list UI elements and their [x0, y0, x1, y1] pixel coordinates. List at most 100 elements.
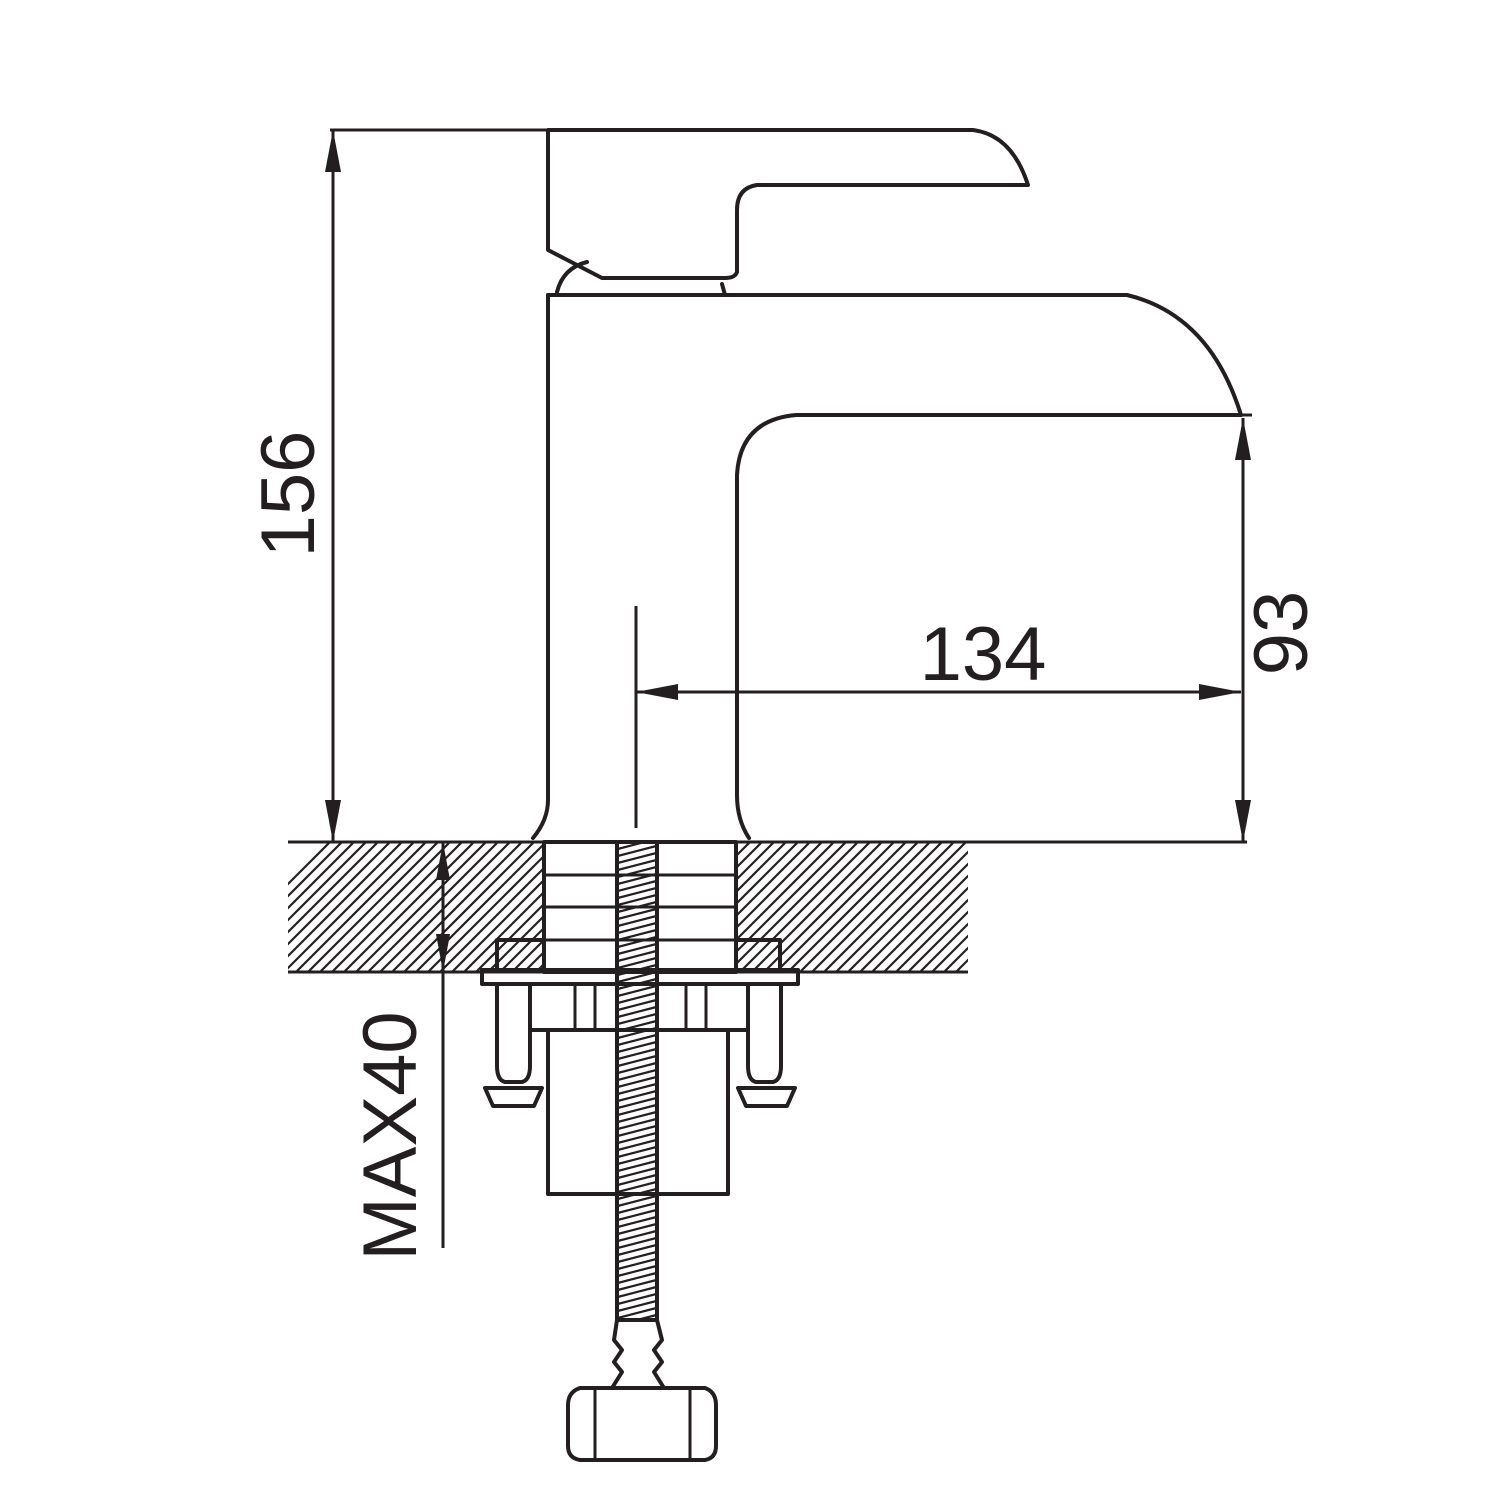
thread-line — [616, 949, 658, 963]
hatch-line — [511, 938, 544, 972]
thread-line — [616, 1068, 658, 1082]
hatch-line — [343, 842, 475, 972]
thread-line — [616, 1124, 658, 1138]
hatch-line — [736, 842, 859, 966]
dimension-max-deck: MAX40 — [348, 842, 450, 1261]
hatch-line — [847, 850, 968, 972]
arrow-left-icon — [636, 684, 678, 700]
dimension-spout-height: 93 — [1235, 413, 1324, 842]
hatch-line — [1004, 842, 1134, 972]
thread-line — [616, 991, 658, 1005]
hatch-line — [427, 854, 544, 972]
thread-line — [616, 1250, 658, 1264]
thread-line — [616, 1187, 658, 1201]
hatch-line — [487, 914, 544, 972]
hatch-line — [763, 842, 895, 972]
hatch-line — [736, 842, 787, 894]
thread-line — [616, 963, 658, 977]
arrow-down-icon — [436, 934, 450, 972]
hatch-line — [736, 842, 799, 906]
thread-line — [616, 844, 658, 858]
arrow-down-icon — [1235, 800, 1251, 842]
thread-line — [610, 1327, 664, 1341]
thread-line — [616, 1026, 658, 1040]
hatch-line — [367, 842, 499, 972]
thread-line — [616, 956, 658, 970]
thread-line — [616, 942, 658, 956]
hatch-line — [288, 842, 391, 946]
thread-line — [616, 1159, 658, 1173]
thread-line — [616, 1194, 658, 1208]
hatch-line — [736, 842, 775, 882]
thread-line — [616, 1145, 658, 1159]
thread-line — [616, 1229, 658, 1243]
arrow-down-icon — [325, 800, 341, 842]
hatch-line — [895, 898, 968, 972]
hatch-line — [907, 910, 968, 972]
thread-line — [616, 970, 658, 984]
thread-line — [616, 1054, 658, 1068]
hatch-line — [736, 842, 823, 930]
hatch-line — [288, 842, 403, 958]
rod-collar — [610, 1318, 666, 1390]
thread-line — [616, 1222, 658, 1236]
thread-line — [616, 1201, 658, 1215]
thread-line — [616, 1257, 658, 1271]
thread-line — [616, 900, 658, 914]
thread-line — [616, 893, 658, 907]
thread-line — [616, 865, 658, 879]
thread-line — [616, 1089, 658, 1103]
deck-hatch-left — [288, 842, 544, 972]
thread-line — [616, 1215, 658, 1229]
hatch-line — [288, 842, 331, 886]
hatch-line — [787, 842, 919, 972]
hatch-line — [295, 842, 427, 972]
hatch-line — [739, 842, 871, 972]
hatch-line — [403, 842, 535, 972]
hatch-line — [288, 842, 415, 970]
mounting-assembly — [480, 840, 800, 1462]
hatch-line — [451, 878, 544, 972]
thread-line — [616, 977, 658, 991]
faucet-body — [531, 128, 1243, 840]
handle-lever — [546, 128, 1030, 280]
thread-line — [616, 907, 658, 921]
hatch-line — [736, 842, 763, 870]
hatch-line — [288, 842, 367, 922]
deck-surface — [288, 840, 1247, 974]
hatch-line — [319, 842, 451, 972]
thread-line — [616, 1138, 658, 1152]
thread-line — [616, 921, 658, 935]
hatch-line — [823, 842, 955, 972]
thread-line — [616, 1047, 658, 1061]
hatch-line — [1028, 842, 1158, 972]
hatch-line — [751, 842, 883, 972]
thread-line — [616, 1117, 658, 1131]
thread-line — [616, 1243, 658, 1257]
hatch-line — [355, 842, 487, 972]
thread-line — [616, 1103, 658, 1117]
thread-line — [616, 1152, 658, 1166]
cartridge-dome — [555, 260, 589, 294]
arrow-up-icon — [1235, 418, 1251, 460]
thread-line — [616, 1306, 658, 1320]
hatch-line — [871, 874, 968, 972]
thread-line — [616, 1292, 658, 1306]
hatch-line — [288, 842, 355, 910]
thread-line — [616, 984, 658, 998]
thread-line — [616, 1082, 658, 1096]
spout-underside — [735, 413, 1243, 840]
thread-line — [616, 872, 658, 886]
dimension-spout-reach: 134 — [634, 606, 1241, 828]
hatch-line — [955, 958, 968, 972]
hatch-line — [883, 886, 968, 972]
thread-line — [616, 928, 658, 942]
thread-line — [616, 1180, 658, 1194]
hatch-line — [288, 842, 379, 934]
hatch-line — [391, 842, 523, 972]
hatch-line — [919, 922, 968, 972]
hatch-line — [775, 842, 907, 972]
hatch-line — [463, 890, 544, 972]
arrow-up-icon — [325, 130, 341, 172]
hatch-line — [931, 934, 968, 972]
